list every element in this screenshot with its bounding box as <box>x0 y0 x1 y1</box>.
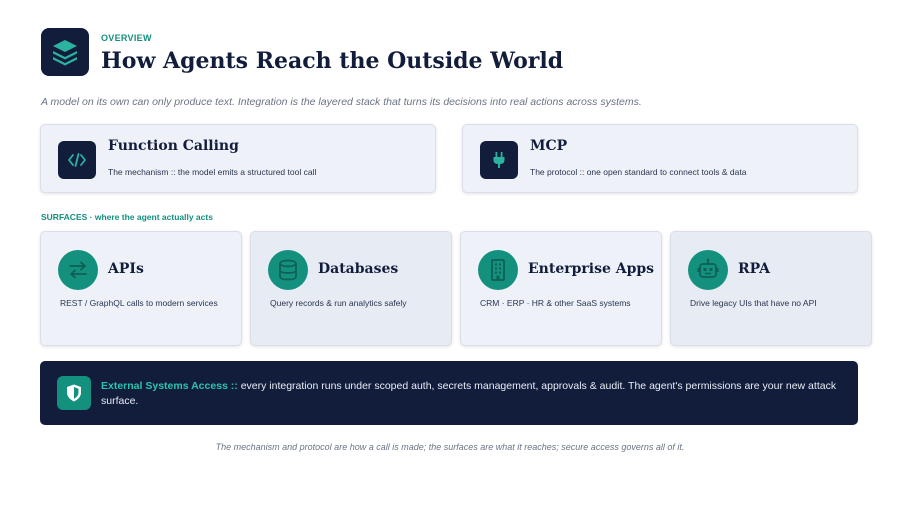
code-icon-tile <box>58 141 96 179</box>
layers-icon <box>53 40 77 66</box>
enterprise-apps-card: Enterprise Apps CRM · ERP · HR & other S… <box>460 231 662 346</box>
api-arrows-icon <box>69 261 87 279</box>
page-title: How Agents Reach the Outside World <box>101 48 564 74</box>
mcp-card: MCP The protocol :: one open standard to… <box>462 124 858 193</box>
code-icon <box>68 153 86 167</box>
card-title: Enterprise Apps <box>528 261 655 277</box>
card-description: Query records & run analytics safely <box>270 298 407 308</box>
function-calling-card: Function Calling The mechanism :: the mo… <box>40 124 436 193</box>
robot-icon-circle <box>688 250 728 290</box>
card-title: Function Calling <box>108 138 239 154</box>
card-title: APIs <box>108 261 144 277</box>
plug-icon-tile <box>480 141 518 179</box>
card-description: REST / GraphQL calls to modern services <box>60 298 218 308</box>
banner-separator: :: <box>227 380 241 392</box>
card-description: Drive legacy UIs that have no API <box>690 298 817 308</box>
banner-text: External Systems Access :: every integra… <box>101 379 851 409</box>
robot-icon <box>697 258 719 278</box>
page-subtitle: A model on its own can only produce text… <box>41 96 642 108</box>
card-description: CRM · ERP · HR & other SaaS systems <box>480 298 631 308</box>
banner-heading: External Systems Access <box>101 380 228 392</box>
logo <box>41 28 89 76</box>
footer-caption: The mechanism and protocol are how a cal… <box>215 442 685 452</box>
card-description: The mechanism :: the model emits a struc… <box>108 167 317 177</box>
eyebrow: OVERVIEW <box>101 33 152 43</box>
enterprise-building-icon <box>491 259 505 281</box>
database-icon-circle <box>268 250 308 290</box>
surfaces-label: SURFACES · where the agent actually acts <box>41 212 213 222</box>
api-icon-circle <box>58 250 98 290</box>
card-description: The protocol :: one open standard to con… <box>530 167 747 177</box>
apis-card: APIs REST / GraphQL calls to modern serv… <box>40 231 242 346</box>
shield-icon-tile <box>57 376 91 410</box>
card-title: RPA <box>738 261 771 277</box>
external-access-banner: External Systems Access :: every integra… <box>40 361 858 425</box>
card-title: Databases <box>318 261 399 277</box>
plug-icon <box>493 152 505 168</box>
rpa-card: RPA Drive legacy UIs that have no API <box>670 231 872 346</box>
shield-icon <box>67 384 81 402</box>
banner-body: every integration runs under scoped auth… <box>101 380 837 407</box>
enterprise-icon-circle <box>478 250 518 290</box>
database-icon <box>279 259 297 281</box>
card-title: MCP <box>530 138 568 154</box>
databases-card: Databases Query records & run analytics … <box>250 231 452 346</box>
